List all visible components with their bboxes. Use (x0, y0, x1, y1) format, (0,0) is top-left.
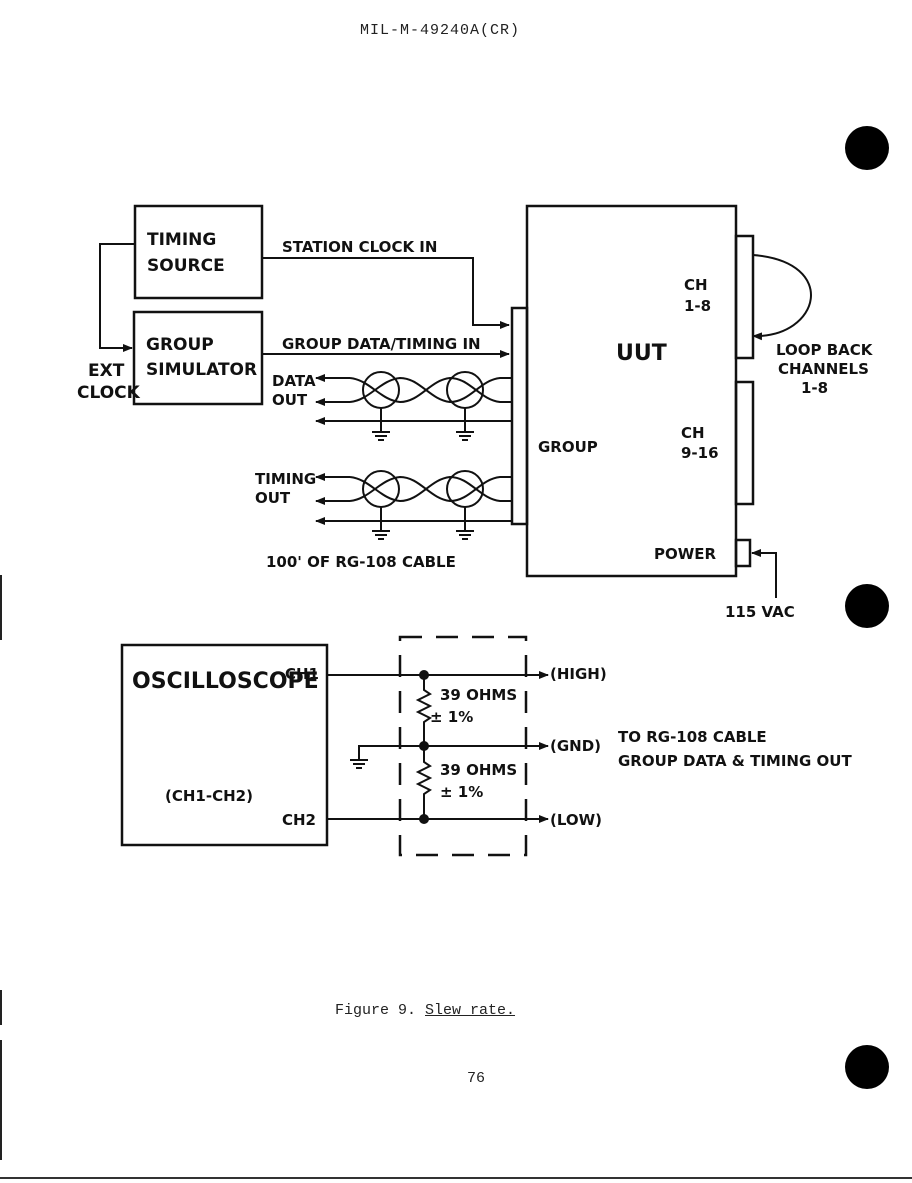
loop-back-label: LOOP BACK (776, 341, 874, 359)
to-cable-label: TO RG-108 CABLE (618, 728, 767, 746)
loop-back-label: 1-8 (801, 379, 828, 397)
gnd-label: (GND) (550, 737, 601, 755)
group-data-label: GROUP DATA/TIMING IN (282, 335, 481, 353)
ch-1-8-connector (734, 234, 755, 360)
resistor-1-label: ± 1% (430, 708, 473, 726)
ch1-label: CH1 (285, 665, 319, 683)
figure-caption: Figure 9. Slew rate. (0, 1002, 850, 1019)
group-connector (510, 306, 529, 526)
ch-9-16-connector (734, 380, 755, 506)
bottom-edge (0, 1177, 912, 1179)
vac-label: 115 VAC (725, 603, 795, 621)
low-label: (LOW) (550, 811, 602, 829)
ch-9-16-label: CH (681, 424, 705, 442)
ext-clock-label: CLOCK (77, 383, 141, 403)
page-number: 76 (466, 1070, 485, 1087)
group-simulator-label: SIMULATOR (146, 360, 257, 380)
binder-hole-top (845, 126, 889, 170)
group-simulator-label: GROUP (146, 335, 214, 355)
ch1-ch2-label: (CH1-CH2) (165, 787, 253, 805)
timing-source-label: TIMING (147, 230, 216, 250)
timing-source-box (133, 204, 264, 300)
document-id: MIL-M-49240A(CR) (359, 22, 521, 39)
timing-source-label: SOURCE (147, 256, 225, 276)
uut-label: UUT (616, 341, 667, 366)
edge-mark (0, 990, 2, 1025)
figure-title: Slew rate. (425, 1002, 516, 1019)
ch2-label: CH2 (282, 811, 316, 829)
power-line (751, 549, 777, 598)
resistor-2-label: ± 1% (440, 783, 483, 801)
binder-hole-middle (845, 584, 889, 628)
group-simulator-box (132, 310, 264, 406)
timing-out-label: OUT (255, 489, 291, 507)
cable-label: 100' OF RG-108 CABLE (266, 553, 456, 571)
edge-mark (0, 575, 2, 640)
loop-back-label: CHANNELS (778, 360, 869, 378)
resistor-1-label: 39 OHMS (440, 686, 517, 704)
group-label: GROUP (538, 438, 598, 456)
ext-clock-line (99, 243, 135, 352)
uut-box (525, 204, 738, 578)
figure-number: Figure 9. (334, 1002, 416, 1019)
ground-symbol (350, 759, 368, 769)
power-connector (734, 538, 752, 568)
ch-9-16-label: 9-16 (681, 444, 719, 462)
timing-out-twisted-pair (315, 470, 512, 540)
resistor-2-label: 39 OHMS (440, 761, 517, 779)
station-clock-label: STATION CLOCK IN (282, 238, 437, 256)
high-label: (HIGH) (550, 665, 607, 683)
ch-1-8-label: 1-8 (684, 297, 711, 315)
resistor-2-symbol (415, 746, 433, 819)
ext-clock-label: EXT (88, 361, 125, 381)
data-out-label: OUT (272, 391, 308, 409)
oscilloscope-label: OSCILLOSCOPE (132, 669, 319, 694)
timing-out-label: TIMING (255, 470, 316, 488)
binder-hole-bottom (845, 1045, 889, 1089)
station-clock-line (262, 257, 510, 329)
data-out-label: DATA (272, 372, 316, 390)
power-label: POWER (654, 545, 717, 563)
edge-mark (0, 1040, 2, 1160)
oscilloscope-box (120, 643, 329, 847)
ground-lead (358, 745, 424, 760)
to-cable-label: GROUP DATA & TIMING OUT (618, 752, 852, 770)
data-out-twisted-pair (315, 371, 512, 441)
resistor-1-symbol (415, 675, 433, 746)
ch-1-8-label: CH (684, 276, 708, 294)
loop-back-line (752, 254, 812, 341)
